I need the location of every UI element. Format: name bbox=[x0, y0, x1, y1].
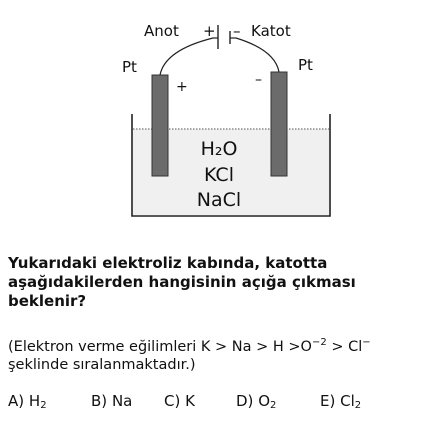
option-e-sub: 2 bbox=[354, 400, 362, 411]
left-electrode bbox=[151, 74, 169, 177]
battery-plus-sign: + bbox=[203, 22, 216, 40]
option-a-text: H bbox=[28, 392, 41, 410]
option-a-letter: A) bbox=[8, 392, 25, 410]
option-c-letter: C) bbox=[164, 392, 181, 410]
option-b[interactable]: B) Na bbox=[91, 391, 132, 414]
option-b-letter: B) bbox=[91, 392, 108, 410]
option-c-text: K bbox=[185, 392, 195, 410]
option-a[interactable]: A) H2 bbox=[8, 391, 47, 414]
solution-h2o: H₂O bbox=[201, 138, 238, 160]
left-electrode-label: Pt bbox=[122, 58, 137, 76]
option-e[interactable]: E) Cl2 bbox=[320, 391, 361, 414]
note-text: (Elektron verme eğilimleri K > Na > H >O… bbox=[8, 334, 438, 374]
cathode-wire bbox=[235, 37, 280, 73]
note-line-1: (Elektron verme eğilimleri K > Na > H >O… bbox=[8, 334, 438, 356]
right-electrode-label: Pt bbox=[298, 56, 313, 74]
option-d-letter: D) bbox=[236, 392, 254, 410]
question-line-2: aşağıdakilerden hangisinin açığa çıkması bbox=[8, 273, 356, 291]
option-e-letter: E) bbox=[320, 392, 336, 410]
option-d-sub: 2 bbox=[270, 400, 277, 411]
anode-wire bbox=[159, 37, 214, 76]
right-electrode-sign: – bbox=[255, 72, 262, 88]
anode-label: Anot bbox=[144, 22, 179, 40]
electrolysis-diagram: Anot + – Katot Pt Pt + – H₂O KCl NaCl bbox=[122, 22, 331, 217]
question-text: Yukarıdaki elektroliz kabında, katotta a… bbox=[8, 254, 428, 311]
option-d[interactable]: D) O2 bbox=[236, 391, 276, 414]
left-electrode-sign: + bbox=[176, 79, 188, 95]
note-line-1-mid: > Cl bbox=[326, 339, 363, 355]
container bbox=[131, 114, 331, 217]
option-d-text: O bbox=[258, 392, 270, 410]
option-e-text: Cl bbox=[340, 392, 355, 410]
option-c[interactable]: C) K bbox=[164, 391, 195, 414]
note-line-2: şeklinde sıralanmaktadır.) bbox=[8, 357, 196, 373]
option-a-sub: 2 bbox=[40, 400, 47, 411]
note-line-1-text: (Elektron verme eğilimleri K > Na > H >O bbox=[8, 339, 312, 355]
option-b-text: Na bbox=[111, 392, 133, 410]
note-superscript-chloride: − bbox=[362, 337, 371, 348]
right-electrode bbox=[270, 71, 288, 177]
solution-kcl: KCl bbox=[204, 164, 234, 186]
question-line-1: Yukarıdaki elektroliz kabında, katotta bbox=[8, 254, 328, 272]
note-superscript-oxide: −2 bbox=[311, 337, 327, 348]
solution-nacl: NaCl bbox=[197, 189, 241, 211]
cathode-label: Katot bbox=[251, 22, 291, 40]
battery-minus-sign: – bbox=[233, 22, 241, 40]
question-line-3: beklenir? bbox=[8, 292, 87, 310]
